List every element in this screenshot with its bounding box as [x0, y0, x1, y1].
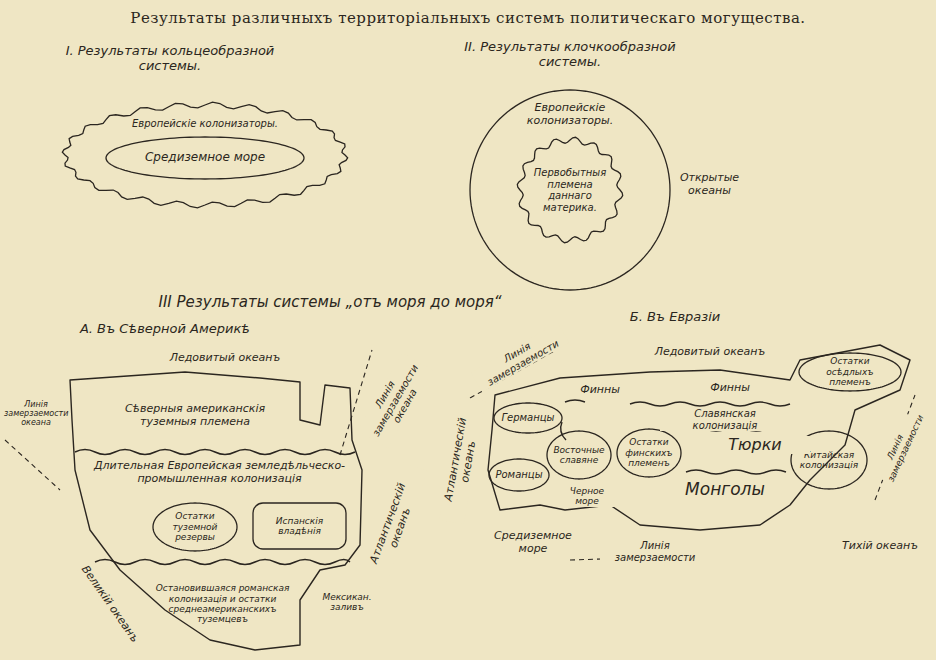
region-text: Сѣверныя американскія туземныя племена [99, 388, 291, 443]
region-text: Первобытныя племена даннаго материка. [532, 136, 608, 244]
region-outline [494, 403, 562, 433]
map-label: Ледовитый океанъ [150, 352, 300, 365]
region-text: Романцы [496, 458, 542, 492]
map-label: I. Результаты кольцеобразной системы. [50, 44, 290, 74]
band-border [95, 560, 350, 565]
region-text: Европейскіе колонизаторы. [130, 118, 280, 130]
map-label: II. Результаты клочкообразной системы. [445, 40, 695, 70]
map-region: Первобытныя племена даннаго материка. [516, 136, 624, 244]
map-label: Мексикан. заливъ [316, 592, 378, 613]
region-text: Испанскія владѣнія [260, 502, 339, 550]
freeze-line [5, 440, 60, 490]
map-label: Тюрки [700, 436, 810, 454]
map-label: Финны [575, 384, 625, 397]
map-label: Тихій океанъ [835, 540, 925, 553]
map-region: Романцы [488, 458, 550, 492]
region-text: Средиземное море [125, 136, 285, 180]
map-label: Черное море [556, 486, 618, 507]
map-label: Средиземное море [478, 530, 588, 555]
region-text: Длительная Европейская земледѣльческо-пр… [87, 460, 352, 485]
map-region: Остатки осѣдлыхъ племенъ [798, 352, 902, 392]
region-text: Остатки осѣдлыхъ племенъ [810, 352, 890, 392]
region-text: Остатки туземной резервы [164, 502, 226, 552]
map-label: Славянская колонизація [660, 408, 790, 431]
region-text: Остатки финскихъ племенъ [624, 428, 674, 478]
map-label: Финны [705, 382, 755, 395]
region-outline [62, 102, 347, 208]
map-label: Ледовитый океанъ [650, 346, 770, 359]
map-region: Германцы [493, 402, 563, 434]
region-outline [617, 429, 681, 477]
map-label: Б. Въ Евразіи [605, 310, 745, 325]
region-text: Остановившаяся романская колонизація и о… [154, 568, 291, 640]
map-region: Европейскіе колонизаторы. Открытые океаны… [460, 80, 750, 300]
region-outline [489, 459, 549, 491]
map-region: Длительная Европейская земледѣльческо-пр… [82, 458, 357, 556]
map-label: Линія замерзаемости океана [358, 353, 433, 448]
region-outline [153, 503, 237, 551]
band-border [75, 450, 355, 455]
region-outline [106, 137, 304, 179]
region-outline [547, 431, 611, 479]
region-text: Восточные славяне [554, 430, 604, 480]
map-region: Испанскія владѣнія [252, 502, 347, 550]
band-border [686, 470, 786, 474]
map-label: Линія замерзаемости океана [2, 400, 70, 428]
band-border [630, 402, 790, 406]
freeze-line [340, 350, 372, 455]
map-label: Великій океанъ [77, 562, 142, 647]
region-outline [253, 503, 346, 549]
region-outline [799, 353, 901, 391]
map-label: Линія замерзаемости [876, 413, 924, 485]
map-label: А. Въ Сѣверной Америкѣ [45, 322, 285, 337]
map-region: Восточные славяне [546, 430, 612, 480]
map-label: Линія замерзаемости [471, 323, 569, 393]
region-text: Германцы [501, 402, 555, 434]
eurasia-outline [488, 345, 910, 530]
region-text: Европейскіе колонизаторы. [510, 102, 630, 127]
map-label: III Результаты системы „отъ моря до моря… [120, 294, 540, 311]
map-region: Остатки финскихъ племенъ [616, 428, 682, 478]
map-label: Атлантическій океанъ [439, 397, 486, 524]
map-region: Остатки туземной резервы [152, 502, 238, 552]
map-region: Средиземное море [105, 136, 305, 180]
region-outline [470, 90, 670, 290]
map-label: Линія замерзаемости [600, 540, 710, 563]
map-label: Атлантическій океанъ [361, 463, 428, 589]
map-region: Остановившаяся романская колонизація и о… [150, 568, 295, 640]
map-region: Сѣверныя американскія туземныя племена [95, 388, 295, 443]
map-title: Результаты различныхъ территоріальныхъ с… [0, 10, 936, 27]
map-region: Европейскіе колонизаторы. Средиземное мор… [60, 100, 350, 210]
region-text: Открытые океаны [672, 172, 747, 197]
map-label: Монголы [665, 480, 785, 500]
